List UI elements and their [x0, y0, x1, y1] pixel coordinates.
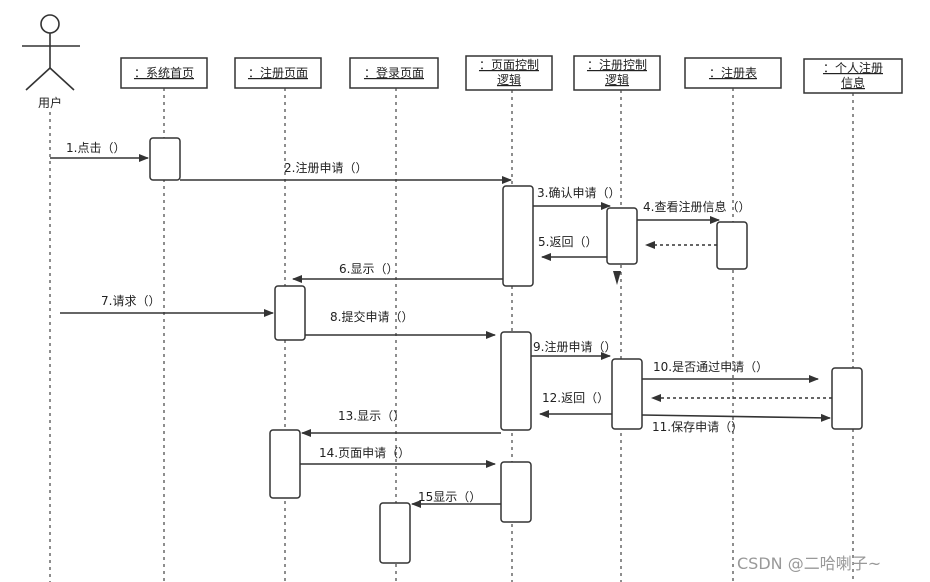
activation-register-control-2	[611, 358, 643, 430]
message-6: 6.显示（）	[292, 262, 503, 283]
object-personal-info: ：个人注册 信息	[803, 58, 903, 94]
object-register-control: ：注册控制 逻辑	[573, 55, 661, 91]
return-arrow-tip	[613, 271, 621, 285]
activation-register-page-2	[269, 429, 301, 499]
message-8: 8.提交申请（）	[305, 309, 496, 339]
object-label-line1: ：页面控制	[479, 58, 539, 72]
object-register-page: ：注册页面	[234, 57, 322, 89]
activation-page-control-3	[500, 461, 532, 523]
object-box	[120, 57, 208, 89]
object-label: ：登录页面	[364, 65, 424, 80]
message-1: 1.点击（）	[50, 141, 149, 162]
message-label: 9.注册申请（）	[533, 339, 616, 354]
message-5: 5.返回（）	[538, 235, 607, 261]
message-label: 15显示（）	[418, 490, 481, 504]
user-actor: 用户	[22, 14, 80, 110]
object-box	[349, 57, 439, 89]
object-register-table: ：注册表	[684, 57, 782, 89]
actor-right-leg	[49, 67, 75, 91]
object-box	[465, 55, 553, 91]
object-login-page: ：登录页面	[349, 57, 439, 89]
message-label: 12.返回（）	[542, 391, 609, 405]
activation-login-page	[379, 502, 411, 564]
actor-head	[40, 14, 60, 34]
message-label: 5.返回（）	[538, 235, 597, 249]
object-box	[803, 58, 903, 94]
object-label-line1: ：注册控制	[587, 57, 647, 72]
object-page-control: ：页面控制 逻辑	[465, 55, 553, 91]
watermark: CSDN @二哈喇子~	[737, 554, 881, 573]
message-15: 15显示（）	[411, 490, 501, 508]
message-label: 6.显示（）	[339, 262, 398, 276]
object-box	[234, 57, 322, 89]
activation-register-control-1	[606, 207, 638, 265]
activation-system-home	[149, 137, 181, 181]
message-label: 11.保存申请（）	[652, 420, 743, 434]
object-label: ：注册页面	[248, 65, 308, 80]
object-system-home: ：系统首页	[120, 57, 208, 89]
activation-register-table	[716, 221, 748, 270]
message-13: 13.显示（）	[301, 409, 501, 437]
message-label: 1.点击（）	[66, 141, 125, 155]
message-14: 14.页面申请（）	[300, 446, 496, 468]
activation-personal-info	[831, 367, 863, 430]
object-label-line1: ：个人注册	[823, 60, 883, 75]
message-7: 7.请求（）	[60, 294, 274, 317]
message-12: 12.返回（）	[539, 391, 612, 418]
object-label-line2: 逻辑	[497, 73, 521, 87]
message-label: 2.注册申请（）	[284, 160, 367, 175]
message-4: 4.查看注册信息（）	[637, 199, 750, 224]
message-label: 4.查看注册信息（）	[643, 199, 750, 214]
message-label: 3.确认申请（）	[537, 186, 620, 200]
message-label: 14.页面申请（）	[319, 446, 410, 460]
message-label: 7.请求（）	[101, 294, 160, 308]
activation-page-control-1	[502, 185, 534, 287]
message-9: 9.注册申请（）	[531, 339, 616, 360]
object-label: ：注册表	[709, 65, 757, 80]
message-label: 10.是否通过申请（）	[653, 360, 768, 374]
message-11: 11.保存申请（）	[641, 413, 831, 434]
object-box	[573, 55, 661, 91]
actor-label: 用户	[38, 95, 62, 110]
object-label: ：系统首页	[134, 66, 194, 80]
message-3: 3.确认申请（）	[533, 186, 620, 210]
message-label: 8.提交申请（）	[330, 309, 413, 324]
message-2: 2.注册申请（）	[180, 160, 512, 184]
message-10: 10.是否通过申请（）	[642, 360, 819, 383]
activation-register-page-1	[274, 285, 306, 341]
activation-page-control-2	[500, 331, 532, 431]
message-arrow	[641, 413, 831, 422]
object-label-line2: 信息	[841, 75, 865, 90]
message-label: 13.显示（）	[338, 409, 405, 423]
object-box	[684, 57, 782, 89]
object-label-line2: 逻辑	[605, 73, 629, 87]
actor-left-leg	[25, 67, 51, 91]
